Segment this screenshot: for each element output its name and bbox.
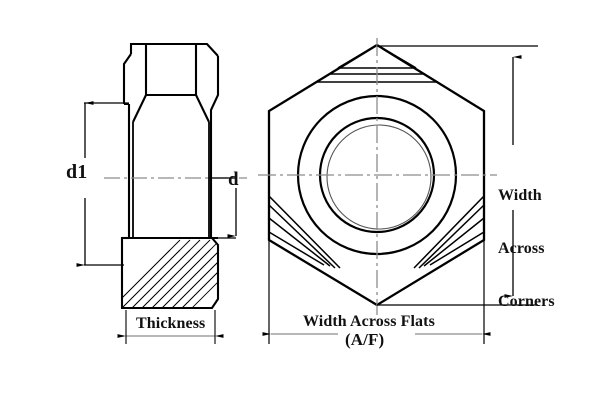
hexagon-front-view <box>258 38 497 315</box>
dimension-label-af-abbrev: (A/F) <box>345 330 385 349</box>
dimension-label-thickness: Thickness <box>136 315 206 332</box>
section-hatching <box>122 239 218 308</box>
dimension-width-across-corners <box>377 45 538 306</box>
dimension-width-across-flats <box>262 240 491 344</box>
dimension-thickness <box>117 310 224 344</box>
thread-minor-circle <box>326 124 432 230</box>
nut-body-outline <box>122 42 220 238</box>
dimension-label-d1: d1 <box>66 161 88 183</box>
dimension-d <box>205 177 237 239</box>
side-section-view <box>104 42 247 310</box>
wac-line-2: Across <box>498 239 545 257</box>
dimension-label-width-across-flats: Width Across Flats <box>303 313 435 330</box>
wac-line-3: Corners <box>498 293 555 311</box>
dimension-label-d: d <box>228 169 239 190</box>
wac-line-1: Width <box>498 186 542 204</box>
lower-right-corner-chamfer <box>413 195 484 269</box>
lower-left-corner-chamfer <box>269 195 341 269</box>
dimension-d1 <box>76 101 129 267</box>
left-step-edge <box>121 103 130 308</box>
thread-bore-lines <box>132 122 210 238</box>
dimension-label-width-across-corners: Width Across Corners <box>498 152 555 347</box>
sectioned-lower-outline <box>120 236 220 310</box>
